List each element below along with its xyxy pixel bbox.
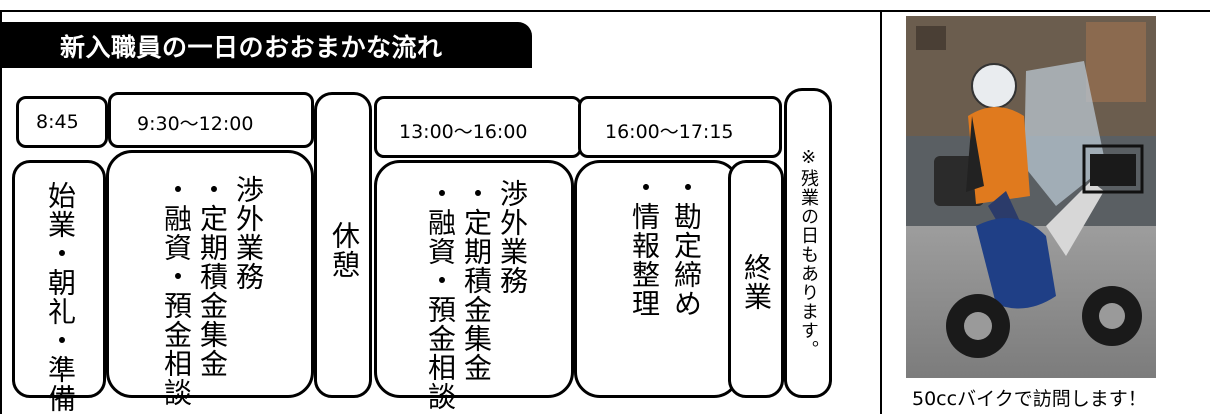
afternoon-work-box: 渉外業務 ・定期積金集金 ・融資・預金相談 bbox=[374, 160, 574, 411]
afternoon-work-heading: 渉外業務 bbox=[496, 179, 529, 295]
closing-task-info: ・情報整理 bbox=[628, 173, 661, 318]
person-on-scooter-icon bbox=[906, 16, 1156, 378]
left-border bbox=[0, 10, 2, 414]
afternoon-work-item-installment: ・定期積金集金 bbox=[460, 179, 493, 382]
closing-task-accounting: ・勘定締め bbox=[670, 173, 703, 318]
morning-work-item-installment: ・定期積金集金 bbox=[196, 175, 229, 378]
break-box: 休憩 bbox=[314, 92, 372, 398]
end-text: 終業 bbox=[740, 253, 773, 311]
scooter-photo bbox=[906, 16, 1156, 378]
top-border bbox=[0, 0, 1210, 12]
start-box: 始業・朝礼・準備 bbox=[12, 160, 106, 413]
time-box-afternoon: 13:00〜16:00 bbox=[374, 96, 582, 158]
time-label-afternoon: 13:00〜16:00 bbox=[399, 121, 528, 143]
start-text: 始業・朝礼・準備 bbox=[44, 181, 77, 413]
page-title: 新入職員の一日のおおまかな流れ bbox=[60, 33, 443, 62]
column-divider bbox=[880, 10, 882, 414]
time-box-closing: 16:00〜17:15 bbox=[578, 96, 782, 158]
break-text: 休憩 bbox=[328, 221, 361, 279]
overtime-note-text: ※残業の日もあります。 bbox=[798, 147, 819, 359]
time-box-0845: 8:45 bbox=[16, 96, 108, 148]
time-label-0845: 8:45 bbox=[36, 111, 79, 133]
time-box-morning: 9:30〜12:00 bbox=[108, 92, 314, 148]
morning-work-item-consultation: ・融資・預金相談 bbox=[160, 175, 193, 407]
overtime-note-box: ※残業の日もあります。 bbox=[784, 88, 832, 398]
time-label-closing: 16:00〜17:15 bbox=[605, 121, 734, 143]
closing-tasks-box: ・勘定締め ・情報整理 bbox=[574, 160, 740, 398]
morning-work-heading: 渉外業務 bbox=[232, 175, 265, 291]
time-label-morning: 9:30〜12:00 bbox=[137, 113, 254, 135]
title-banner bbox=[0, 22, 532, 68]
photo-caption: 50ccバイクで訪問します！ bbox=[912, 388, 1147, 410]
end-box: 終業 bbox=[728, 160, 784, 398]
afternoon-work-item-consultation: ・融資・預金相談 bbox=[424, 179, 457, 411]
morning-work-box: 渉外業務 ・定期積金集金 ・融資・預金相談 bbox=[106, 150, 314, 407]
